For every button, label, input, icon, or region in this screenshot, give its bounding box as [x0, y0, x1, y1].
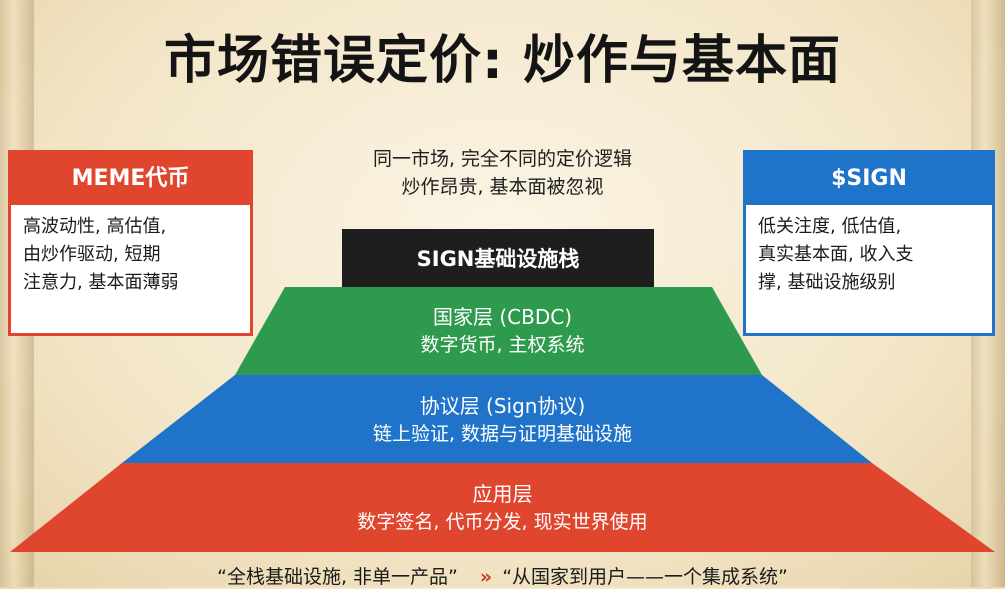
protocol-layer-text: 协议层 (Sign协议) 链上验证, 数据与证明基础设施 — [0, 392, 1005, 448]
national-layer-title: 国家层 (CBDC) — [0, 303, 1005, 331]
national-layer-desc: 数字货币, 主权系统 — [0, 331, 1005, 359]
protocol-layer-desc: 链上验证, 数据与证明基础设施 — [0, 420, 1005, 448]
application-layer-desc: 数字签名, 代币分发, 现实世界使用 — [0, 508, 1005, 536]
protocol-layer-title: 协议层 (Sign协议) — [0, 392, 1005, 420]
application-layer-title: 应用层 — [0, 480, 1005, 508]
footer-caption: “全栈基础设施, 非单一产品” » “从国家到用户——一个集成系统” — [0, 562, 1005, 589]
footer-left-quote: “全栈基础设施, 非单一产品” — [217, 566, 458, 588]
pyramid-top-label: SIGN基础设施栈 — [342, 236, 654, 282]
application-layer-text: 应用层 数字签名, 代币分发, 现实世界使用 — [0, 480, 1005, 536]
national-layer-text: 国家层 (CBDC) 数字货币, 主权系统 — [0, 303, 1005, 359]
double-chevron-right-icon: » — [480, 566, 492, 588]
footer-right-quote: “从国家到用户——一个集成系统” — [502, 566, 788, 588]
